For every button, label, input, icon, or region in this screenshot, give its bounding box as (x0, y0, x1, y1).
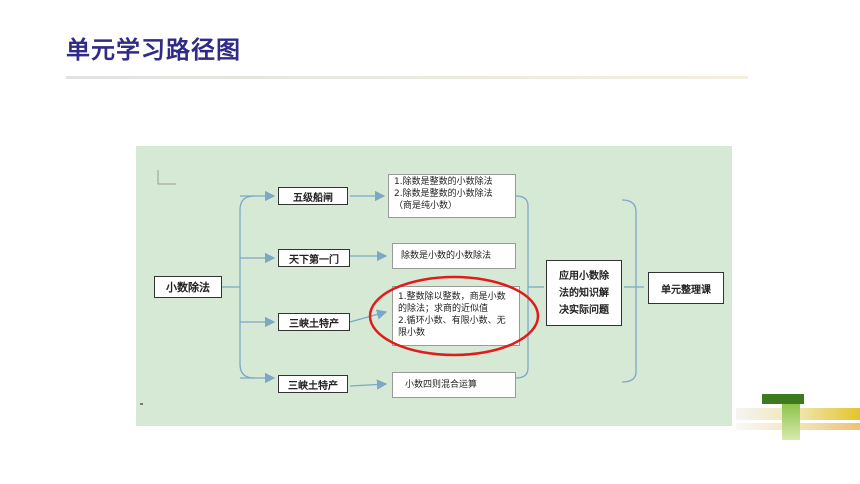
branch-label-4: 三峡土特产 (278, 375, 348, 393)
detail-box-3: 1.整数除以整数，商是小数 的除法；求商的近似值 2.循环小数、有限小数、无 限… (392, 286, 520, 346)
root-node: 小数除法 (154, 276, 222, 298)
application-node: 应用小数除 法的知识解 决实际问题 (546, 260, 622, 326)
detail-box-2: 除数是小数的小数除法 (392, 243, 516, 269)
branch-label-1: 五级船闸 (278, 187, 348, 205)
detail-3-line-3: 2.循环小数、有限小数、无 (398, 316, 506, 326)
detail-4-line-1: 小数四则混合运算 (405, 380, 478, 390)
detail-1-line-2: 2.除数是整数的小数除法 (394, 189, 493, 199)
detail-2-line-1: 除数是小数的小数除法 (401, 251, 492, 261)
application-line-3: 决实际问题 (559, 304, 609, 316)
decorative-corner-bars (736, 394, 860, 440)
learning-path-diagram: 小数除法 五级船闸 天下第一门 三峡土特产 三峡土特产 1.除数是整数的小数除法… (136, 146, 732, 426)
detail-3-line-4: 限小数 (398, 328, 426, 338)
detail-3-line-1: 1.整数除以整数，商是小数 (398, 292, 506, 302)
detail-3-line-2: 的除法；求商的近似值 (398, 304, 489, 314)
detail-box-4: 小数四则混合运算 (392, 372, 516, 398)
detail-box-1: 1.除数是整数的小数除法 2.除数是整数的小数除法 （商是纯小数） (388, 174, 516, 218)
highlight-ellipse (368, 275, 540, 357)
application-line-2: 法的知识解 (559, 287, 609, 299)
detail-1-line-1: 1.除数是整数的小数除法 (394, 177, 493, 187)
application-line-1: 应用小数除 (559, 270, 609, 282)
connector-lines (140, 170, 644, 405)
page-title: 单元学习路径图 (66, 36, 241, 64)
branch-label-2: 天下第一门 (278, 249, 350, 267)
detail-1-line-3: （商是纯小数） (394, 201, 458, 211)
final-node: 单元整理课 (648, 272, 724, 304)
branch-label-3: 三峡土特产 (278, 313, 350, 331)
title-underline (66, 76, 748, 79)
